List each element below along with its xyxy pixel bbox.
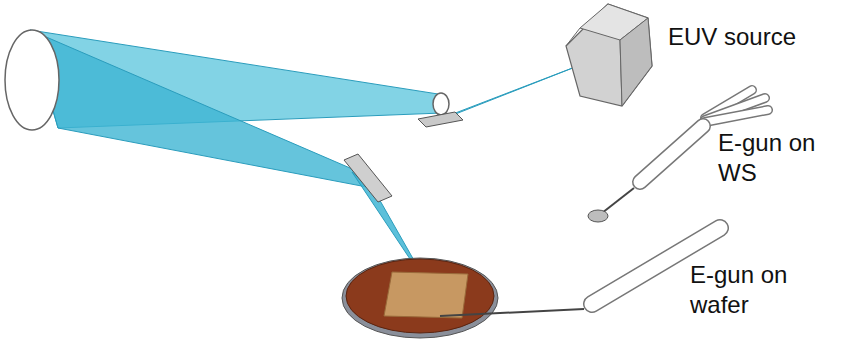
small-mirror bbox=[433, 93, 449, 115]
part-label: E-gun on WS bbox=[718, 128, 838, 188]
euv-source bbox=[566, 4, 652, 106]
part-label: E-gun on wafer bbox=[690, 260, 810, 320]
wafer bbox=[342, 258, 498, 338]
witness-sample bbox=[588, 210, 608, 222]
flat-mirror bbox=[418, 112, 463, 127]
fold-mirror bbox=[344, 154, 392, 202]
part-label: EUV source bbox=[668, 22, 796, 52]
die-field bbox=[384, 272, 468, 318]
euv-beam bbox=[30, 30, 372, 188]
e-gun-wafer bbox=[440, 228, 720, 316]
large-mirror bbox=[5, 30, 59, 130]
